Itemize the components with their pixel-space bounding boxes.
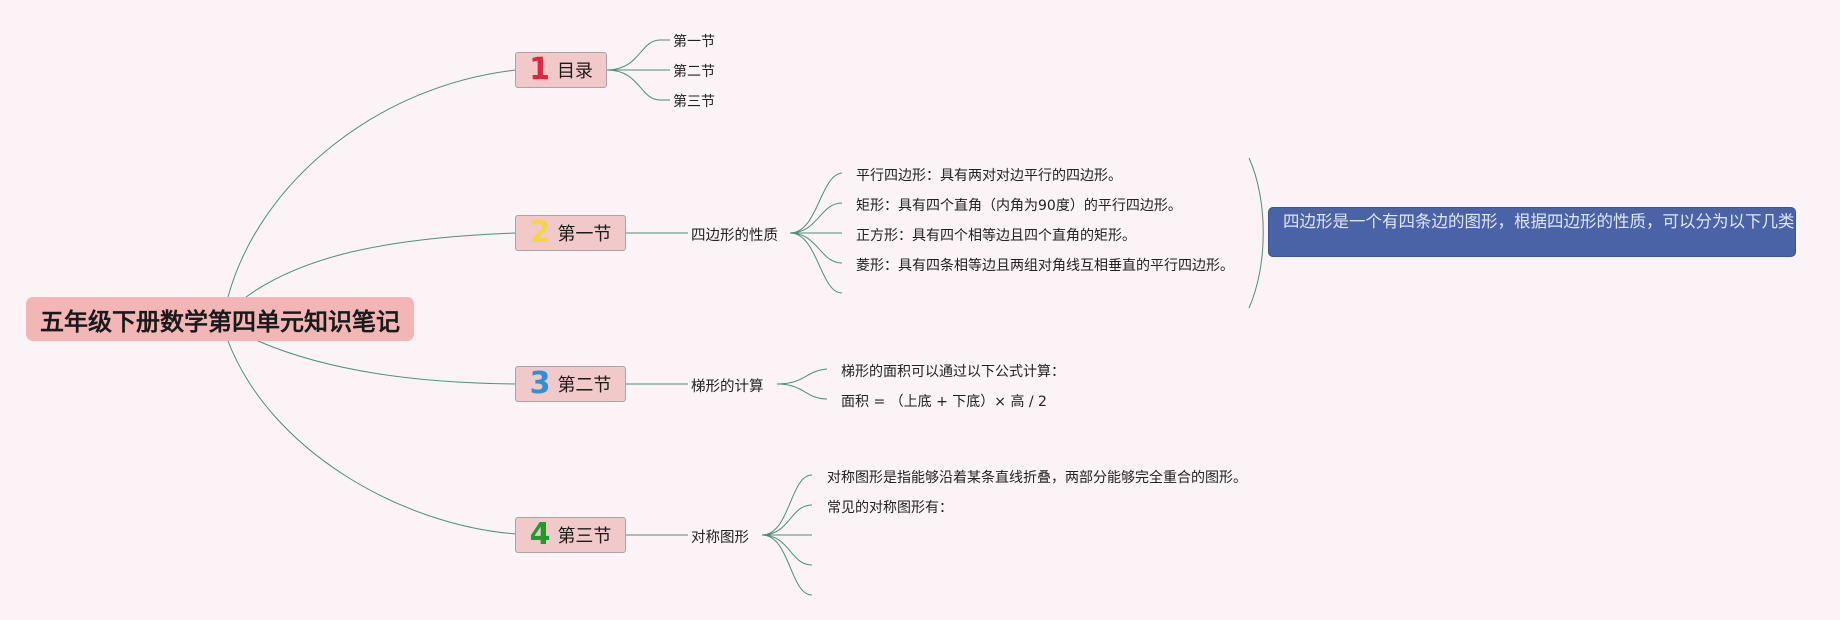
summary-callout[interactable]: 四边形是一个有四条边的图形，根据四边形的性质，可以分为以下几类： <box>1268 207 1796 257</box>
number-one-badge: 1 <box>529 52 550 87</box>
connector-s1-4 <box>789 232 843 264</box>
connector-root-t2 <box>245 232 517 298</box>
number-two-badge: 2 <box>529 215 551 250</box>
symmetric-figures-heading[interactable]: 对称图形 <box>691 530 749 546</box>
root-title-text: 五年级下册数学第四单元知识笔记 <box>40 307 400 336</box>
topic-section-1-label: 第一节 <box>557 224 612 245</box>
rhombus-item[interactable]: 菱形：具有四条相等边且两组对角线互相垂直的平行四边形。 <box>856 258 1234 274</box>
connector-toc-1 <box>606 39 670 71</box>
topic-contents-label: 目录 <box>556 61 593 82</box>
trapezoid-area-formula[interactable]: 面积 = （上底 + 下底）× 高 / 2 <box>841 394 1047 410</box>
connector-s3-1 <box>761 474 813 536</box>
rectangle-item[interactable]: 矩形：具有四个直角（内角为90度）的平行四边形。 <box>856 198 1182 214</box>
quadrilateral-properties-heading[interactable]: 四边形的性质 <box>691 228 778 244</box>
connector-toc-3 <box>606 69 670 101</box>
trapezoid-calculation-heading[interactable]: 梯形的计算 <box>691 379 764 395</box>
connector-root-t3 <box>257 340 517 385</box>
topic-section-3[interactable]: 4 第三节 <box>515 517 626 553</box>
toc-item-1[interactable]: 第一节 <box>673 34 715 50</box>
connector-root-t1 <box>227 69 517 298</box>
connector-s3-4 <box>761 534 813 566</box>
toc-item-2[interactable]: 第二节 <box>673 64 715 80</box>
number-four-badge: 4 <box>529 517 551 552</box>
common-symmetric-figures[interactable]: 常见的对称图形有： <box>827 500 953 516</box>
toc-item-3[interactable]: 第三节 <box>673 94 715 110</box>
topic-contents[interactable]: 1 目录 <box>515 52 607 88</box>
trapezoid-area-intro[interactable]: 梯形的面积可以通过以下公式计算： <box>841 364 1065 380</box>
summary-bracket <box>1248 157 1264 309</box>
topic-section-1[interactable]: 2 第一节 <box>515 215 626 251</box>
connector-s3-5 <box>761 534 813 596</box>
connector-s1-5 <box>789 232 843 294</box>
topic-section-2-label: 第二节 <box>557 375 612 396</box>
square-item[interactable]: 正方形：具有四个相等边且四个直角的矩形。 <box>856 228 1136 244</box>
connector-s1-2 <box>789 202 843 234</box>
connector-s2-1 <box>776 368 828 385</box>
symmetric-definition[interactable]: 对称图形是指能够沿着某条直线折叠，两部分能够完全重合的图形。 <box>827 470 1247 486</box>
connector-s1-1 <box>789 172 843 234</box>
connector-s3-2 <box>761 504 813 536</box>
number-three-badge: 3 <box>529 366 551 401</box>
root-title[interactable]: 五年级下册数学第四单元知识笔记 <box>26 297 414 341</box>
topic-section-2[interactable]: 3 第二节 <box>515 366 626 402</box>
summary-callout-text: 四边形是一个有四条边的图形，根据四边形的性质，可以分为以下几类： <box>1283 212 1796 231</box>
topic-section-3-label: 第三节 <box>557 526 612 547</box>
connector-s2-2 <box>776 383 828 400</box>
parallelogram-item[interactable]: 平行四边形：具有两对对边平行的四边形。 <box>856 168 1122 184</box>
connector-root-t4 <box>227 340 517 535</box>
